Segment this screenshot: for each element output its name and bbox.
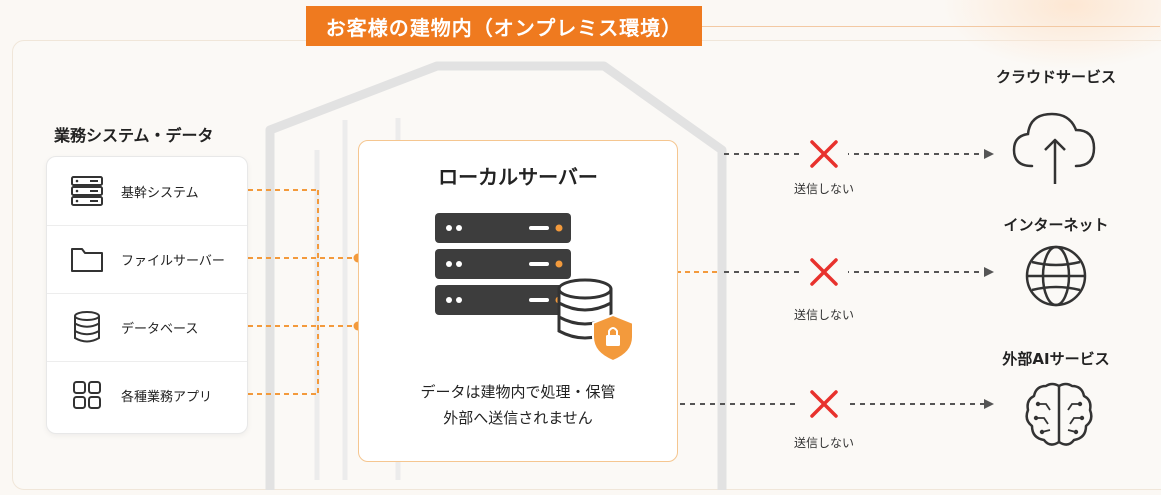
page-title: お客様の建物内（オンプレミス環境）: [306, 6, 702, 46]
corner-glow: [941, 0, 1161, 70]
service-label-ai: 外部AIサービス: [1002, 350, 1110, 368]
no-send-label: 送信しない: [793, 436, 854, 450]
system-item-label: 各種業務アプリ: [121, 389, 213, 405]
server-description: データは建物内で処理・保管 外部へ送信されません: [359, 379, 677, 431]
server-rack-icon: [69, 173, 105, 209]
title-underline: [702, 26, 1160, 27]
database-icon: [69, 309, 105, 345]
system-item-database: データベース: [47, 293, 247, 362]
block-x-icon: [810, 140, 838, 168]
folder-icon: [69, 241, 105, 277]
block-x-icon: [810, 390, 838, 418]
service-label-cloud: クラウドサービス: [995, 68, 1116, 86]
block-x-icon: [810, 258, 838, 286]
service-label-internet: インターネット: [1003, 216, 1109, 234]
server-stack-icon: [435, 213, 634, 363]
system-item-apps: 各種業務アプリ: [47, 361, 247, 429]
system-item-label: データベース: [121, 321, 199, 337]
systems-card: 基幹システム ファイルサーバー データベース 各種業務アプリ: [46, 156, 248, 434]
cloud-upload-icon: [1012, 112, 1096, 184]
server-desc-line1: データは建物内で処理・保管: [420, 383, 616, 401]
no-send-label: 送信しない: [793, 182, 854, 196]
security-shield-icon: [592, 313, 634, 363]
server-desc-line2: 外部へ送信されません: [443, 409, 593, 427]
globe-icon: [1025, 245, 1087, 307]
no-send-label: 送信しない: [793, 308, 854, 322]
system-item-fileserver: ファイルサーバー: [47, 225, 247, 294]
systems-group-title: 業務システム・データ: [54, 126, 214, 145]
system-item-label: 基幹システム: [121, 185, 199, 201]
local-server-card: ローカルサーバー データは建物内で処理・保管 外部へ送信されません: [358, 140, 678, 462]
apps-grid-icon: [69, 377, 105, 413]
server-title: ローカルサーバー: [438, 165, 598, 189]
brain-circuit-icon: [1025, 382, 1093, 446]
system-item-core: 基幹システム: [47, 157, 247, 226]
system-item-label: ファイルサーバー: [121, 253, 225, 269]
